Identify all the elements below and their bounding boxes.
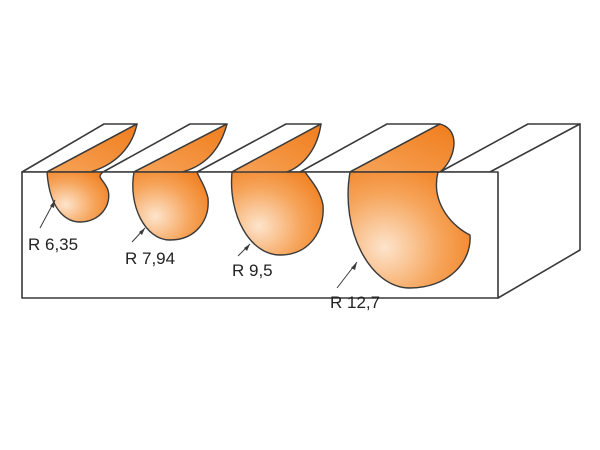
groove-1-profile xyxy=(46,171,110,223)
radius-label-3: R 9,5 xyxy=(232,261,273,280)
groove-4-channel xyxy=(349,123,455,173)
leader-4-arrow xyxy=(351,262,357,270)
radius-label-4: R 12,7 xyxy=(330,293,380,312)
leader-1-arrow xyxy=(50,200,55,208)
groove-2-profile xyxy=(132,171,209,241)
groove-4-profile xyxy=(347,171,471,289)
groove-3 xyxy=(230,123,324,256)
groove-3-profile xyxy=(230,171,324,256)
groove-4 xyxy=(347,123,471,289)
leader-2-arrow xyxy=(139,228,145,235)
groove-1 xyxy=(46,123,138,223)
radius-label-1: R 6,35 xyxy=(28,235,78,254)
radius-annotations: R 6,35 R 7,94 R 9,5 R 12,7 xyxy=(28,199,380,312)
leader-3-arrow xyxy=(244,244,250,251)
radius-label-2: R 7,94 xyxy=(125,249,175,268)
groove-2 xyxy=(132,123,228,241)
